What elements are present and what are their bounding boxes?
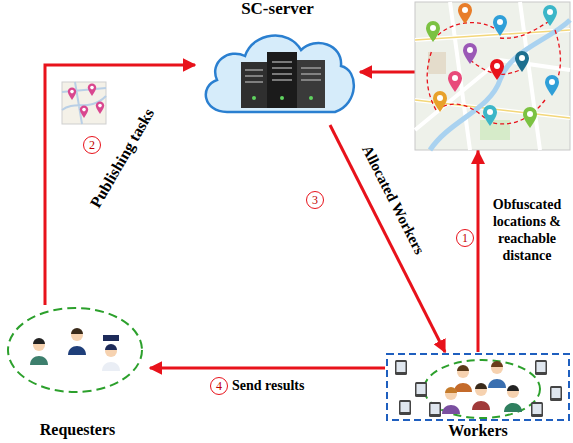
illustration-part <box>535 360 547 375</box>
illustration-part <box>96 101 104 114</box>
illustration-part <box>415 30 570 118</box>
flow-arrow <box>45 65 195 305</box>
illustration-part <box>68 346 86 355</box>
illustration-part <box>71 329 83 341</box>
illustration-part <box>500 22 548 38</box>
illustration-part <box>280 96 284 100</box>
illustration-part <box>445 387 457 393</box>
illustration-part <box>504 403 522 412</box>
illustration-part <box>33 338 45 344</box>
illustration-part <box>105 345 117 357</box>
illustration-part <box>454 383 472 392</box>
illustration-part <box>550 386 562 401</box>
illustration-part <box>457 366 469 378</box>
illustration-part <box>68 87 76 100</box>
server-cloud-shape <box>195 22 360 122</box>
node-title: Workers <box>385 422 571 440</box>
illustration-part <box>8 308 142 392</box>
illustration-part <box>415 382 427 397</box>
illustration-part <box>490 100 545 124</box>
illustration-part <box>475 383 487 389</box>
illustration-part <box>397 362 406 372</box>
illustration-part <box>102 362 120 371</box>
location-map <box>415 2 570 150</box>
illustration-part <box>430 20 570 150</box>
callout-number: 4 <box>210 377 228 395</box>
illustration-part <box>433 91 447 112</box>
illustration-part <box>491 361 503 367</box>
illustration-part <box>399 400 411 415</box>
illustration-part <box>493 15 507 36</box>
illustration-part <box>30 356 48 365</box>
illustration-part <box>309 96 313 100</box>
illustration-part <box>80 105 88 118</box>
worker-group-shape <box>385 352 571 422</box>
illustration-part <box>537 362 546 372</box>
illustration-part <box>488 379 506 388</box>
illustration-part <box>387 354 569 420</box>
illustration-part <box>445 388 457 400</box>
illustration-part <box>448 71 462 92</box>
illustration-part <box>490 59 504 80</box>
illustration-part <box>424 360 540 418</box>
illustration-part <box>62 82 106 124</box>
illustration-part <box>472 401 490 410</box>
illustration-part <box>415 2 570 150</box>
illustration-part <box>252 96 256 100</box>
callout-number: 2 <box>83 136 101 154</box>
illustration-part <box>543 5 557 26</box>
flow-arrow <box>150 367 385 370</box>
flow-label: Send results <box>232 377 304 394</box>
illustration-part <box>71 328 83 334</box>
illustration-part <box>552 388 561 398</box>
callout-number: 1 <box>456 229 474 247</box>
illustration-part <box>62 82 106 124</box>
illustration-part <box>463 43 477 64</box>
illustration-part <box>297 60 325 108</box>
illustration-part <box>433 23 497 40</box>
illustration-part <box>457 365 469 371</box>
illustration-part <box>415 2 570 150</box>
illustration-part <box>491 362 503 374</box>
illustration-part <box>523 107 537 128</box>
illustration-part <box>206 36 354 112</box>
server-cloud: SC-server <box>195 0 360 125</box>
illustration-part <box>545 75 559 96</box>
illustration-part <box>103 335 119 341</box>
requester-group-shape <box>5 305 150 397</box>
illustration-part <box>475 384 487 396</box>
illustration-part <box>442 405 460 414</box>
task-map <box>62 82 106 124</box>
illustration-part <box>531 402 543 417</box>
illustration-part <box>507 385 519 391</box>
illustration-part <box>33 339 45 351</box>
callout-number: 3 <box>306 191 324 209</box>
arrow-head <box>471 150 485 164</box>
illustration-part <box>426 21 440 42</box>
flow-label: Obfuscated locations & reachable distanc… <box>486 196 568 264</box>
illustration-part <box>401 402 410 412</box>
node-title: SC-server <box>195 0 360 18</box>
illustration-part <box>105 344 117 350</box>
illustration-part <box>483 105 497 126</box>
illustration-part <box>507 386 519 398</box>
illustration-part <box>458 3 472 24</box>
illustration-part <box>417 384 426 394</box>
illustration-part <box>88 83 96 96</box>
illustration-part <box>515 51 529 72</box>
illustration-part <box>533 404 542 414</box>
node-title: Requesters <box>5 421 150 439</box>
illustration-part <box>395 360 407 375</box>
flow-arrow <box>330 125 445 352</box>
requester-group: Requesters <box>5 305 150 442</box>
illustration-part <box>429 402 441 417</box>
illustration-part <box>431 404 440 414</box>
illustration-part <box>241 62 267 108</box>
worker-group: Workers <box>385 352 571 442</box>
illustration-part <box>245 62 321 82</box>
illustration-part <box>440 104 485 118</box>
